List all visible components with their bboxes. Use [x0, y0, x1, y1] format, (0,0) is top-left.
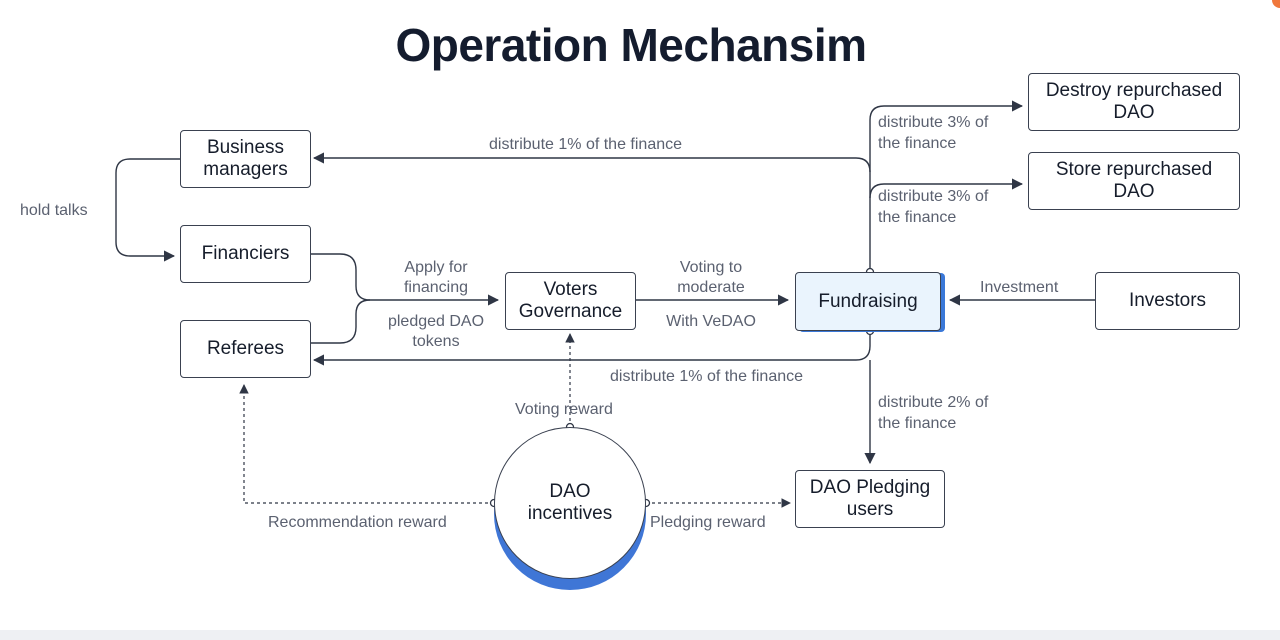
distribute-destroy-label-1: distribute 3% of — [878, 114, 989, 131]
store-connector — [869, 178, 1024, 199]
investors-node: Investors — [1095, 272, 1240, 330]
referees-label: Referees — [206, 338, 285, 359]
apply-label-2: financing — [403, 279, 469, 296]
corner-dot-icon — [1272, 0, 1280, 8]
hold-talks-connector — [115, 158, 180, 262]
distribute-destroy-label-2: the finance — [878, 135, 957, 152]
fundraising-up-connector — [869, 100, 1024, 272]
fundraising-label: Fundraising — [818, 290, 918, 312]
distribute-store-label-1: distribute 3% of — [878, 188, 989, 205]
dao-incentives-node: DAO incentives — [494, 427, 646, 579]
dao-incentives-label: DAO incentives — [527, 481, 613, 524]
recommendation-reward-connector — [239, 384, 494, 504]
to-business-managers-connector — [312, 152, 871, 173]
dao-pledging-users-label: DAO Pledging users — [809, 477, 931, 520]
fundraising-node: Fundraising — [795, 272, 941, 331]
page-title: Operation Mechansim — [395, 19, 867, 71]
pledging-reward-label: Pledging reward — [650, 514, 766, 531]
voting-label-1: Voting to — [679, 259, 743, 276]
referees-node: Referees — [180, 320, 311, 378]
business-managers-node: Business managers — [180, 130, 311, 188]
pledged-label-2: tokens — [412, 333, 460, 350]
destroy-repurchased-label: Destroy repurchased DAO — [1045, 80, 1223, 123]
financiers-node: Financiers — [180, 225, 311, 283]
to-referees-connector — [312, 331, 871, 366]
apply-label-1: Apply for — [404, 259, 468, 276]
business-managers-label: Business managers — [203, 137, 288, 180]
distribute-pledge-label-1: distribute 2% of — [878, 394, 989, 411]
investment-label: Investment — [980, 279, 1059, 296]
distribute-ref-label: distribute 1% of the finance — [610, 368, 804, 385]
store-repurchased-label: Store repurchased DAO — [1055, 159, 1213, 202]
dao-pledging-users-node: DAO Pledging users — [795, 470, 945, 528]
bottom-bar — [0, 630, 1280, 640]
distribute-pledge-label-2: the finance — [878, 415, 957, 432]
with-vedao-label: With VeDAO — [666, 313, 756, 330]
recommendation-reward-label: Recommendation reward — [268, 514, 447, 531]
voters-governance-label: Voters Governance — [518, 279, 623, 322]
voters-governance-node: Voters Governance — [505, 272, 636, 330]
financiers-to-voters-connector — [311, 253, 500, 306]
referees-to-voters-connector — [311, 299, 371, 344]
voting-reward-label: Voting reward — [515, 401, 613, 418]
distribute-store-label-2: the finance — [878, 209, 957, 226]
investors-label: Investors — [1128, 290, 1207, 311]
distribute-bm-label: distribute 1% of the finance — [489, 136, 683, 153]
destroy-repurchased-node: Destroy repurchased DAO — [1028, 73, 1240, 131]
hold-talks-label: hold talks — [20, 202, 88, 219]
pledged-label-1: pledged DAO — [387, 313, 485, 330]
financiers-label: Financiers — [201, 243, 290, 264]
store-repurchased-node: Store repurchased DAO — [1028, 152, 1240, 210]
voting-label-2: moderate — [677, 279, 745, 296]
